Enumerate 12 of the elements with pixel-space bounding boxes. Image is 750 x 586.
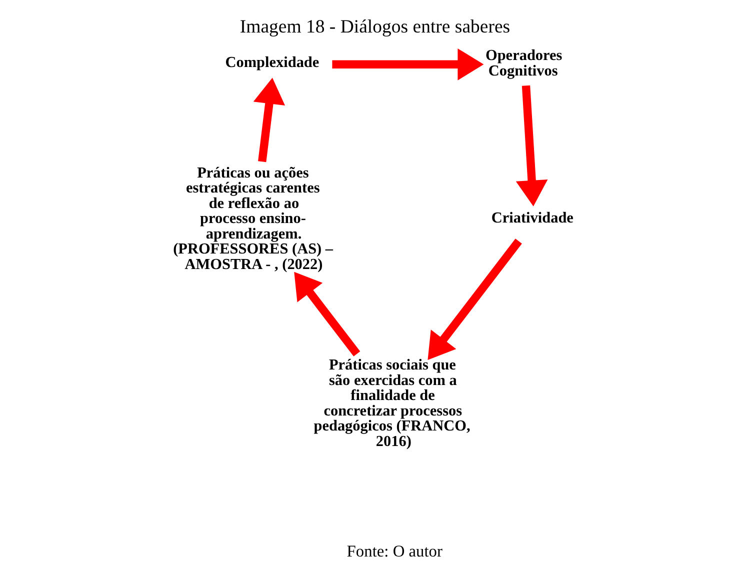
- arrow: [428, 238, 522, 360]
- diagram-title: Imagem 18 - Diálogos entre saberes: [240, 16, 510, 38]
- arrow: [516, 85, 548, 206]
- caption: Fonte: O autor: [346, 541, 442, 560]
- node-text: Operadores Cognitivos: [485, 47, 562, 80]
- arrow: [332, 48, 484, 80]
- node-text: Complexidade: [225, 54, 320, 72]
- node-text: Criatividade: [491, 210, 574, 227]
- node-text: Práticas ou ações estratégicas carentes de reflexão ao processo ensino-aprendizagem. (PROFESSORES (AS) – AMOSTRA - , (2022): [173, 164, 334, 273]
- node-text: Práticas sociais que são exercidas com a finalidade de concretizar processos pedagógicos (FRANCO, 2016): [314, 356, 470, 450]
- arrow: [294, 272, 360, 356]
- arrow: [253, 78, 286, 162]
